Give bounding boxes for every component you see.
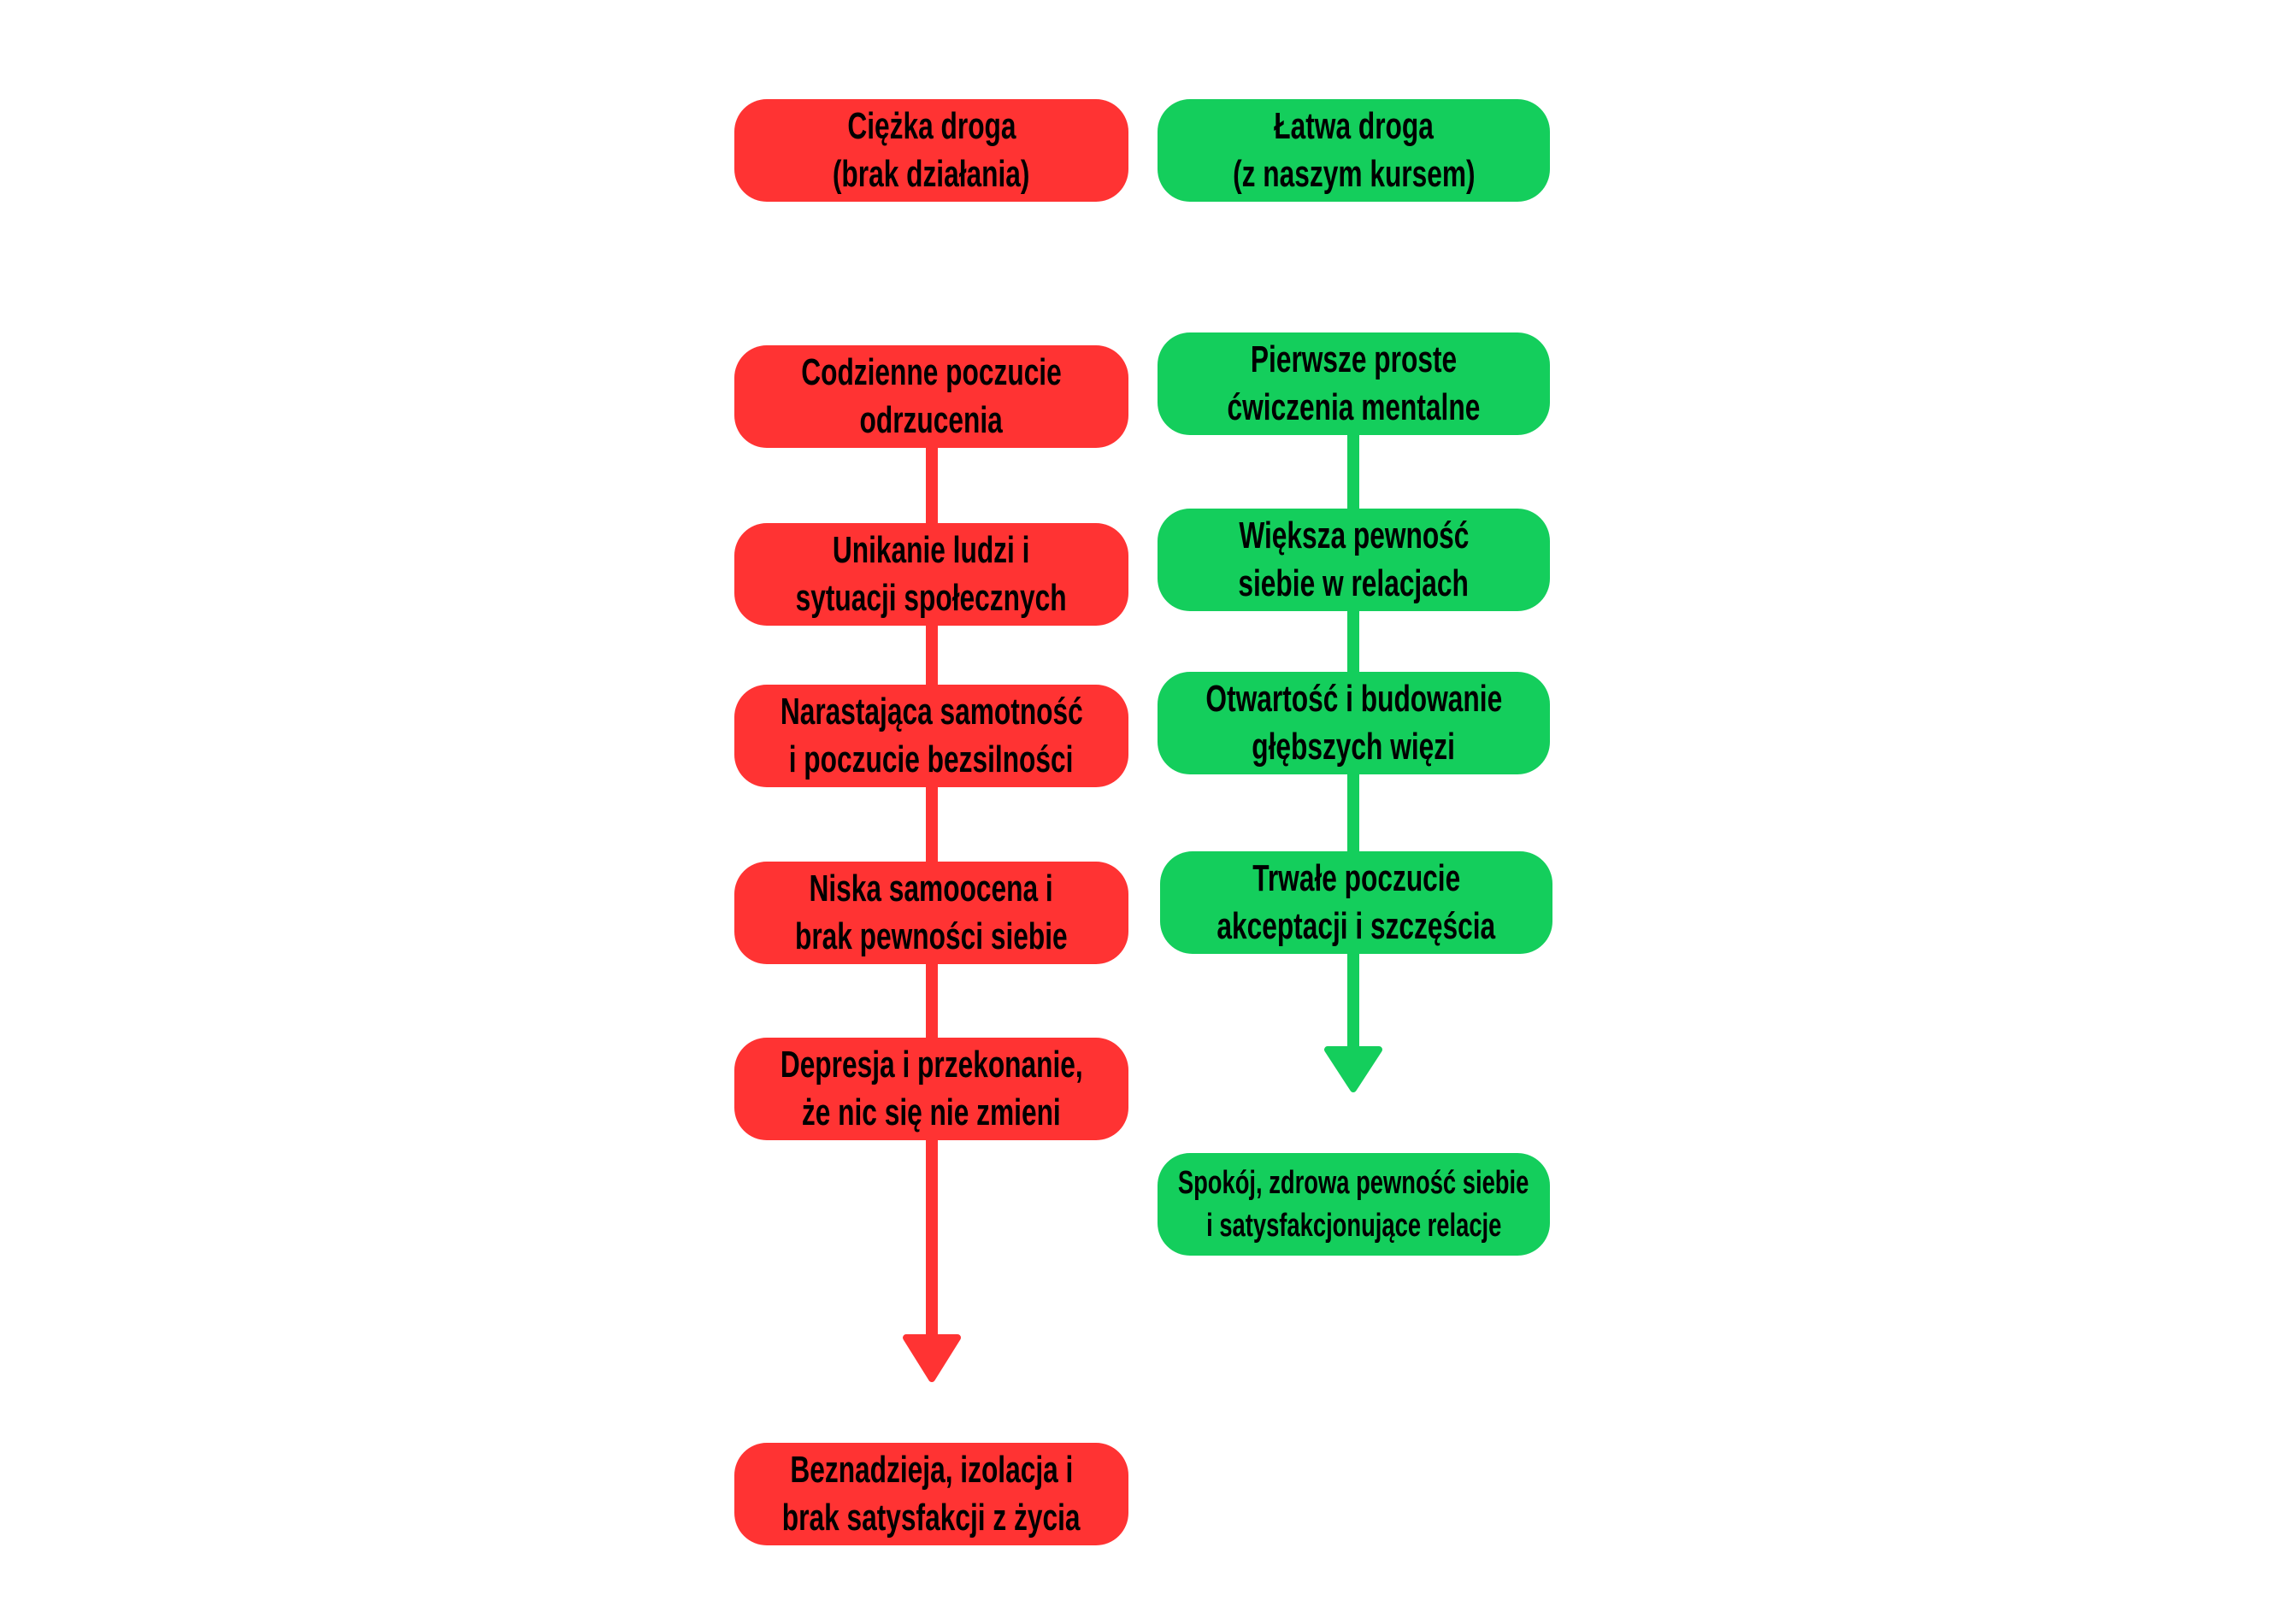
green-arrowhead-icon <box>1324 1046 1382 1092</box>
header-line: Łatwa droga <box>1274 105 1434 147</box>
hard-step-4: Niska samoocena i brak pewności siebie <box>734 862 1128 964</box>
easy-step-1: Pierwsze proste ćwiczenia mentalne <box>1158 332 1550 435</box>
header-line: (brak działania) <box>833 153 1030 195</box>
hard-outcome: Beznadzieja, izolacja i brak satysfakcji… <box>734 1443 1128 1545</box>
outcome-text: brak satysfakcji z życia <box>782 1497 1081 1539</box>
outcome-text: Beznadzieja, izolacja i <box>789 1449 1073 1491</box>
step-text: i poczucie bezsilności <box>789 738 1074 780</box>
step-text: Trwałe poczucie <box>1252 857 1460 899</box>
easy-outcome: Spokój, zdrowa pewność siebie i satysfak… <box>1158 1153 1550 1256</box>
step-text: brak pewności siebie <box>795 915 1068 957</box>
hard-path-header: Ciężka droga (brak działania) <box>734 99 1128 202</box>
step-text: Większa pewność <box>1238 515 1470 556</box>
step-text: głębszych więzi <box>1252 726 1456 768</box>
step-text: że nic się nie zmieni <box>802 1091 1061 1133</box>
outcome-text: i satysfakcjonujące relacje <box>1205 1208 1502 1244</box>
red-arrowhead-icon <box>903 1334 961 1382</box>
header-line: (z naszym kursem) <box>1232 153 1476 195</box>
hard-step-3: Narastająca samotność i poczucie bezsiln… <box>734 685 1128 787</box>
hard-step-2: Unikanie ludzi i sytuacji społecznych <box>734 523 1128 626</box>
step-text: Pierwsze proste <box>1250 338 1458 380</box>
step-text: Niska samoocena i <box>809 868 1054 909</box>
easy-step-4: Trwałe poczucie akceptacji i szczęścia <box>1160 851 1552 954</box>
step-text: ćwiczenia mentalne <box>1227 386 1481 428</box>
easy-step-2: Większa pewność siebie w relacjach <box>1158 509 1550 611</box>
step-text: Depresja i przekonanie, <box>780 1044 1083 1086</box>
step-text: Codzienne poczucie <box>801 351 1062 393</box>
step-text: Otwartość i budowanie <box>1205 678 1502 720</box>
header-line: Ciężka droga <box>846 105 1016 147</box>
easy-path-header: Łatwa droga (z naszym kursem) <box>1158 99 1550 202</box>
step-text: Narastająca samotność <box>780 691 1083 733</box>
step-text: Unikanie ludzi i <box>833 529 1030 571</box>
hard-step-1: Codzienne poczucie odrzucenia <box>734 345 1128 448</box>
step-text: siebie w relacjach <box>1238 562 1470 604</box>
step-text: sytuacji społecznych <box>796 577 1067 619</box>
easy-step-3: Otwartość i budowanie głębszych więzi <box>1158 672 1550 774</box>
step-text: odrzucenia <box>859 399 1004 441</box>
hard-step-5: Depresja i przekonanie, że nic się nie z… <box>734 1038 1128 1140</box>
outcome-text: Spokój, zdrowa pewność siebie <box>1178 1165 1529 1201</box>
step-text: akceptacji i szczęścia <box>1217 905 1496 947</box>
